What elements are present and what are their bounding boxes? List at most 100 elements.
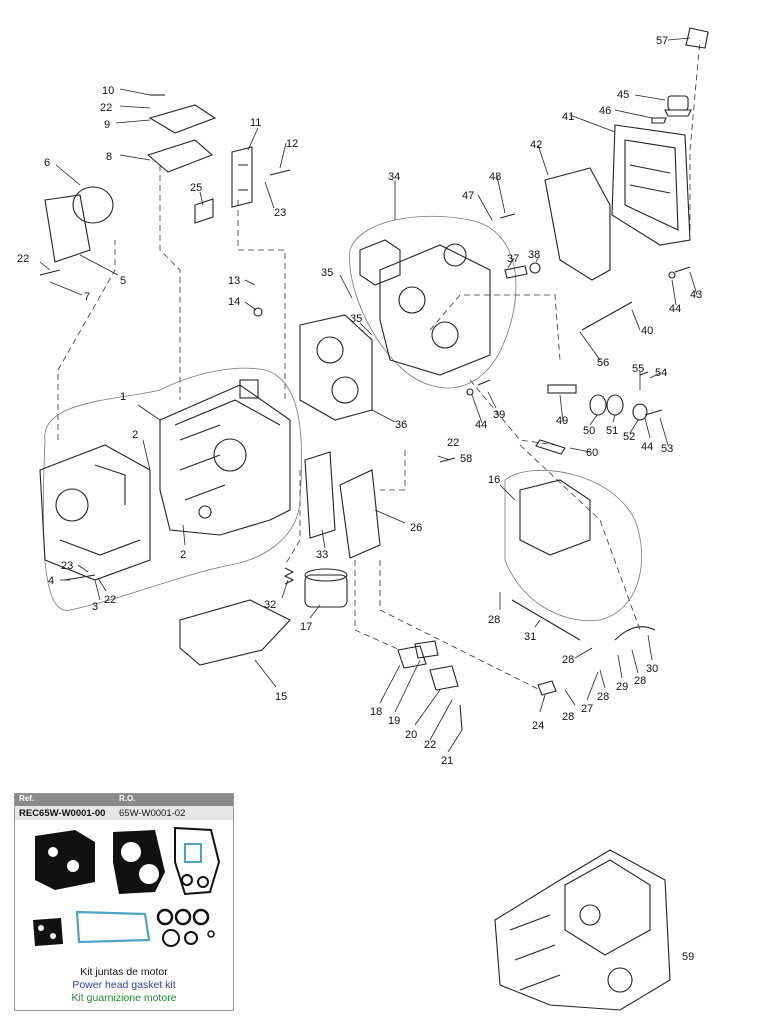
callout-44: 44: [641, 441, 653, 453]
exhaust-cover: [611, 124, 691, 246]
callout-60: 60: [586, 447, 598, 459]
callout-51: 51: [606, 425, 618, 437]
callout-18: 18: [370, 706, 382, 718]
crankcase-half: [39, 444, 151, 581]
callout-16: 16: [488, 474, 500, 486]
callout-13: 13: [228, 275, 240, 287]
bolt-40: [581, 301, 633, 331]
callout-41: 41: [562, 111, 574, 123]
kit-name-english: Power head gasket kit: [72, 979, 176, 991]
cover-plate-9: [148, 104, 217, 134]
kit-ro-label: R.O.: [119, 794, 136, 803]
callout-27: 27: [581, 703, 593, 715]
callout-59: 59: [682, 951, 694, 963]
kit-name-italian: Kit guarnizione motore: [71, 992, 177, 1004]
callout-leaders: [39, 37, 698, 753]
callout-8: 8: [106, 151, 112, 163]
callout-19: 19: [388, 715, 400, 727]
thermostat-gasket-19: [414, 640, 439, 659]
fitting-24: [537, 680, 557, 696]
callout-15: 15: [275, 691, 287, 703]
callout-49: 49: [556, 415, 568, 427]
callout-57: 57: [656, 35, 668, 47]
head-gasket: [299, 314, 373, 421]
kit-id-row: REC65W-W0001-00 65W-W0001-02: [15, 806, 233, 820]
plate-5: [44, 194, 91, 263]
fasteners: [39, 94, 691, 731]
callout-3: 3: [92, 601, 98, 613]
callout-52: 52: [623, 431, 635, 443]
callout-6: 6: [44, 157, 50, 169]
exhaust-cover-gasket: [544, 167, 611, 281]
cylinder-head: [359, 239, 491, 376]
callout-28: 28: [562, 711, 574, 723]
callout-46: 46: [599, 105, 611, 117]
callout-33: 33: [316, 549, 328, 561]
kit-ref-label: Ref.: [19, 794, 35, 803]
sleeve-49: [547, 384, 577, 394]
callout-14: 14: [228, 296, 240, 308]
water-jacket-cover-26: [339, 469, 381, 559]
callout-21: 21: [441, 755, 453, 767]
assembly-reference-lines: [57, 39, 701, 691]
callout-44: 44: [669, 303, 681, 315]
bracket-11: [231, 146, 253, 208]
callout-25: 25: [190, 182, 202, 194]
cap-50: [589, 394, 607, 416]
callout-43: 43: [690, 289, 702, 301]
callout-39: 39: [493, 409, 505, 421]
callout-47: 47: [462, 190, 474, 202]
washer-38: [529, 262, 541, 274]
cylinder-block-group-outline: [42, 367, 303, 611]
kit-ro-value: 65W-W0001-02: [119, 808, 186, 819]
o-ring-6: [72, 186, 114, 224]
assembled-power-head-59: [494, 849, 671, 1011]
thermostat-cover-18: [397, 645, 427, 669]
callout-5: 5: [120, 275, 126, 287]
rod-31: [511, 599, 581, 641]
callout-23: 23: [274, 207, 286, 219]
callout-24: 24: [532, 720, 544, 732]
callout-32: 32: [264, 599, 276, 611]
callout-26: 26: [410, 522, 422, 534]
callout-56: 56: [597, 357, 609, 369]
fitting-37: [504, 265, 528, 279]
callout-22: 22: [447, 437, 459, 449]
callout-20: 20: [405, 729, 417, 741]
callout-34: 34: [388, 171, 400, 183]
callout-2: 2: [132, 429, 138, 441]
callout-2: 2: [180, 549, 186, 561]
callout-58: 58: [460, 453, 472, 465]
label-tag: [685, 27, 709, 49]
cylinder-head-group-outline: [349, 215, 517, 389]
cap-51: [606, 394, 624, 416]
callout-22: 22: [17, 253, 29, 265]
callout-31: 31: [524, 631, 536, 643]
callout-36: 36: [395, 419, 407, 431]
callout-28: 28: [488, 614, 500, 626]
callout-42: 42: [530, 139, 542, 151]
callout-7: 7: [84, 291, 90, 303]
callout-1: 1: [120, 391, 126, 403]
cover-gasket-8: [146, 139, 214, 173]
callout-22: 22: [104, 594, 116, 606]
callout-17: 17: [300, 621, 312, 633]
cylinder-block: [159, 379, 291, 536]
kit-header-bar: Ref. R.O.: [15, 794, 233, 806]
callout-4: 4: [48, 575, 54, 587]
callout-44: 44: [475, 419, 487, 431]
fitting-52: [632, 403, 648, 421]
callout-30: 30: [646, 663, 658, 675]
callout-37: 37: [507, 253, 519, 265]
spring-32: [283, 567, 295, 585]
kit-name-spanish: Kit juntas de motor: [80, 966, 168, 978]
callout-35: 35: [321, 267, 333, 279]
callout-48: 48: [489, 171, 501, 183]
gasket-kit-illustration: [33, 826, 221, 947]
callout-23: 23: [61, 560, 73, 572]
callout-54: 54: [655, 367, 667, 379]
callout-28: 28: [562, 654, 574, 666]
small-gasket-46: [651, 117, 667, 124]
callout-35: 35: [350, 313, 362, 325]
